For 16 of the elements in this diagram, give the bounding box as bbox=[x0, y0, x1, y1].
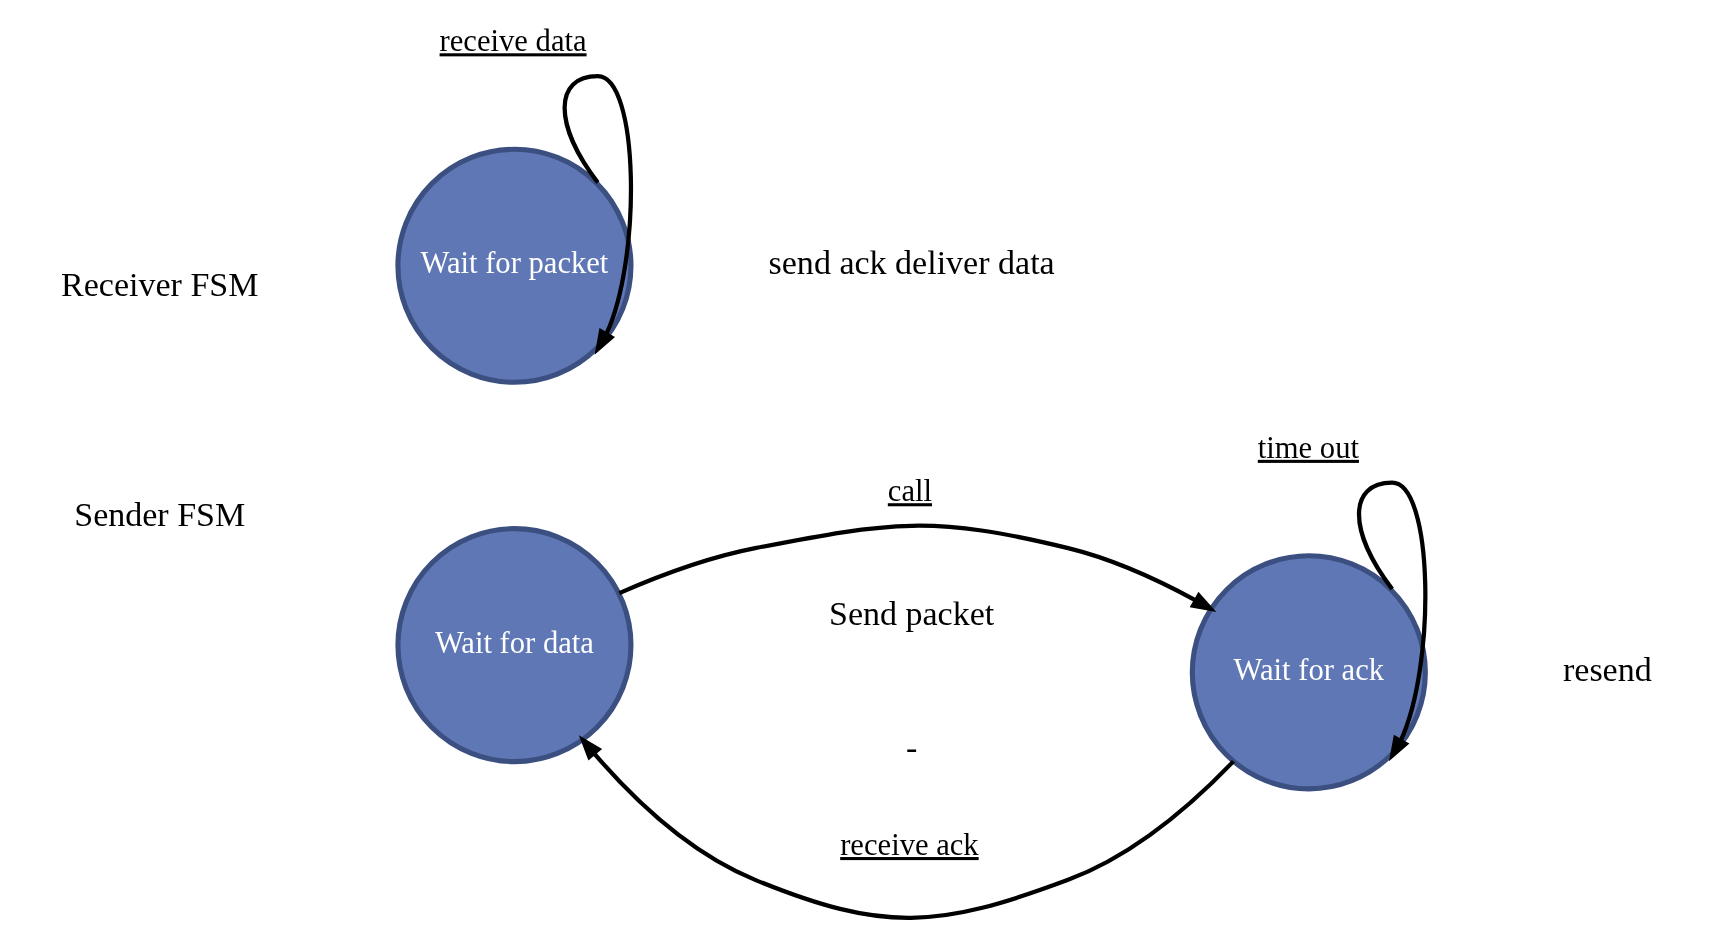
arrow bbox=[618, 523, 1217, 612]
label: send ack deliver data bbox=[768, 244, 1055, 282]
edge-label: receive data bbox=[439, 24, 587, 59]
label: - bbox=[905, 729, 918, 767]
edge-label: receive ack bbox=[840, 828, 979, 863]
label: resend bbox=[1562, 650, 1652, 688]
label: Receiver FSM bbox=[61, 266, 259, 304]
edge-label: call bbox=[887, 474, 933, 509]
node-circle: Wait for packet bbox=[395, 146, 634, 385]
node-circle: Wait for data bbox=[395, 526, 634, 765]
arrow bbox=[562, 74, 633, 355]
arrow bbox=[1357, 480, 1428, 762]
label: Send packet bbox=[828, 594, 995, 632]
arrow bbox=[578, 735, 1235, 920]
edge-label: time out bbox=[1257, 430, 1359, 465]
label: Sender FSM bbox=[74, 496, 246, 534]
